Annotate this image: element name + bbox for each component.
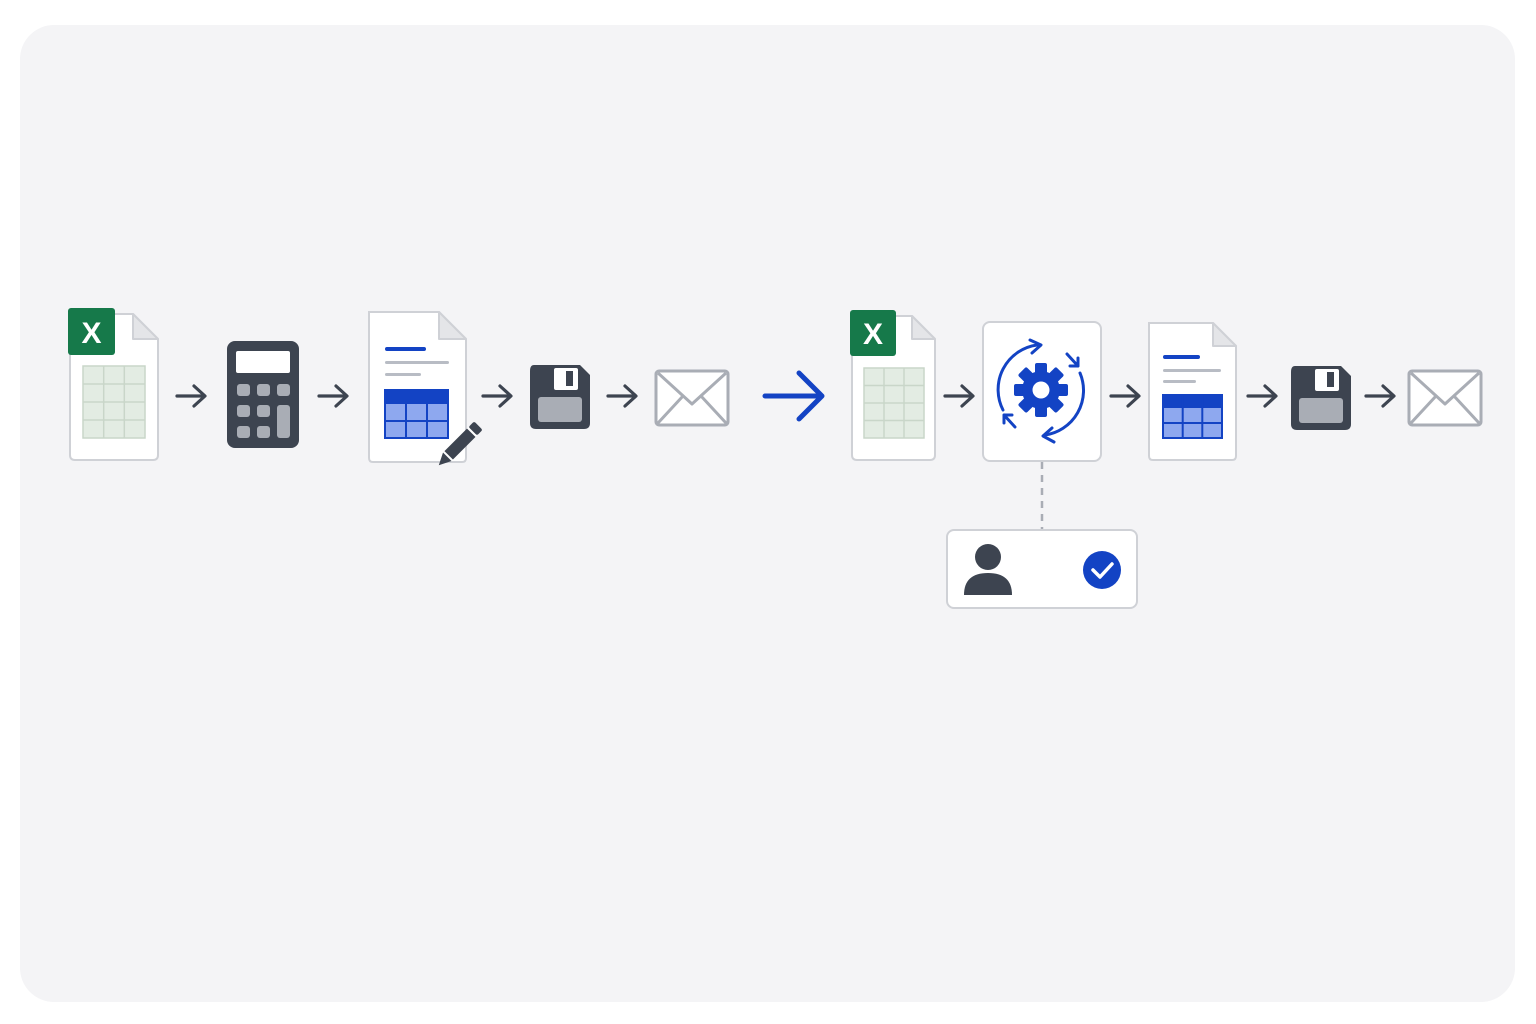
human-review-card — [946, 529, 1138, 609]
arrow-right-icon — [175, 384, 207, 408]
diagram-panel — [20, 25, 1515, 1002]
arrow-right-icon — [1246, 384, 1278, 408]
check-circle-icon — [1083, 551, 1121, 589]
envelope-icon — [654, 369, 730, 427]
arrow-right-icon — [606, 384, 638, 408]
user-icon — [964, 544, 1012, 595]
arrow-right-icon — [1109, 384, 1141, 408]
floppy-disk-icon — [1291, 366, 1351, 430]
automation-gear-icon — [982, 321, 1102, 462]
blue-arrow-right-icon — [762, 370, 825, 422]
envelope-icon — [1407, 369, 1483, 427]
report-document-icon — [1148, 322, 1237, 461]
arrow-right-icon — [317, 384, 349, 408]
excel-file-icon: X — [850, 310, 936, 461]
edit-report-icon — [368, 311, 482, 466]
arrow-right-icon — [943, 384, 975, 408]
floppy-disk-icon — [530, 365, 590, 429]
calculator-icon — [227, 341, 299, 448]
excel-badge-letter: X — [81, 317, 101, 350]
arrow-right-icon — [1364, 384, 1396, 408]
excel-file-icon: X — [68, 308, 159, 461]
arrow-right-icon — [481, 384, 513, 408]
excel-badge-letter: X — [863, 318, 883, 351]
